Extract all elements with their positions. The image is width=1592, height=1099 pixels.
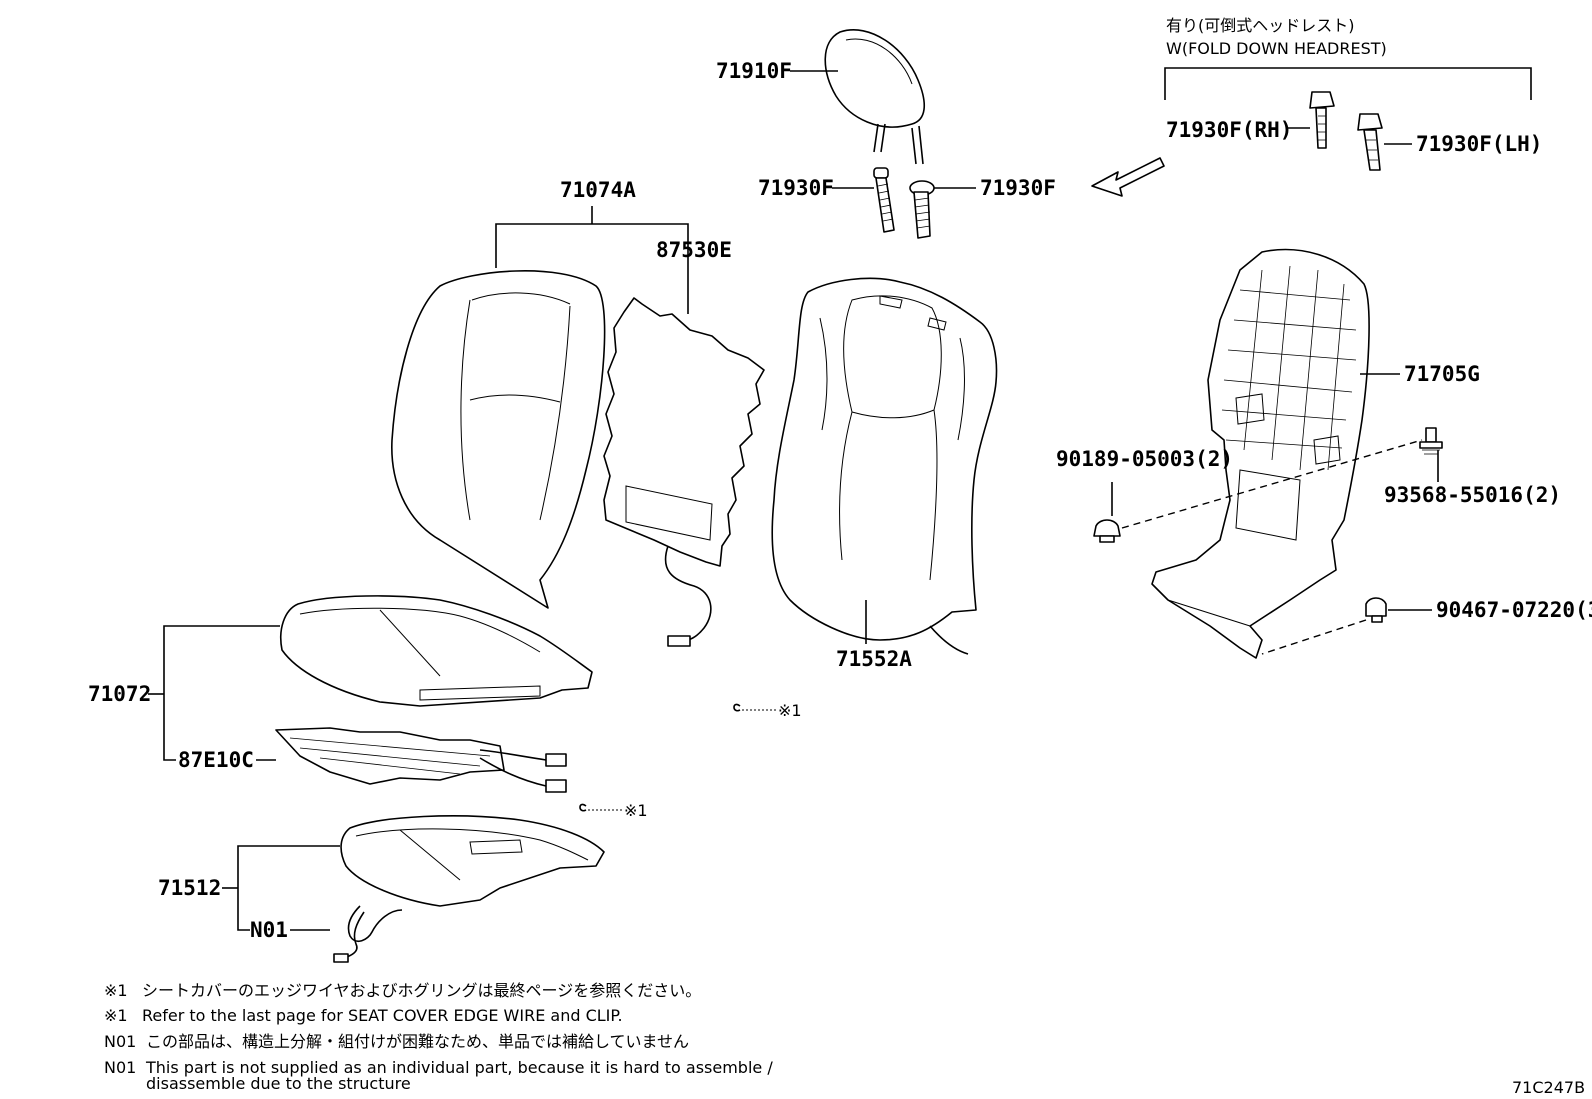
clip-ref-2-drawing	[579, 803, 622, 812]
note-2-text: Refer to the last page for SEAT COVER ED…	[142, 1006, 623, 1025]
note-4-text-2: disassemble due to the structure	[146, 1074, 411, 1093]
label-71705G: 71705G	[1404, 362, 1480, 386]
seatback-heater-drawing	[603, 297, 765, 647]
note-4-mark: N01	[104, 1058, 136, 1077]
label-71552A: 71552A	[836, 647, 912, 671]
label-90189: 90189-05003(2)	[1056, 447, 1233, 471]
diagram-id: 71C247B	[1512, 1078, 1585, 1097]
label-71072: 71072	[88, 682, 151, 706]
note-3-text: この部品は、構造上分解・組付けが困難なため、単品では補給していません	[146, 1032, 689, 1051]
label-71930F-right: 71930F	[980, 176, 1056, 200]
harness-N01-drawing	[333, 905, 403, 963]
seat-cushion-heater-drawing	[275, 727, 567, 793]
label-71074A: 71074A	[560, 178, 636, 202]
note-3-mark: N01	[104, 1032, 136, 1051]
clip-ref-1: ※1	[778, 701, 802, 720]
label-71930F-LH: 71930F(LH)	[1416, 132, 1542, 156]
direction-arrow	[1091, 157, 1165, 197]
fold-down-title-en: W(FOLD DOWN HEADREST)	[1166, 39, 1387, 58]
label-71930F-RH: 71930F(RH)	[1166, 118, 1292, 142]
label-87530E: 87530E	[656, 238, 732, 262]
seat-cushion-pad-drawing	[340, 815, 605, 907]
label-93568: 93568-55016(2)	[1384, 483, 1561, 507]
clip-ref-2: ※1	[624, 801, 648, 820]
label-71512: 71512	[158, 876, 221, 900]
headrest-drawing	[824, 29, 925, 165]
note-1-mark: ※1	[104, 981, 128, 1000]
seatback-pad-drawing	[771, 277, 998, 655]
guide-rh-drawing	[1309, 91, 1335, 149]
note-1-text: シートカバーのエッジワイヤおよびホグリングは最終ページを参照ください。	[142, 981, 701, 1000]
note-2-mark: ※1	[104, 1006, 128, 1025]
seat-cushion-cover-drawing	[280, 595, 593, 707]
dashed-leader-90467	[1261, 619, 1367, 655]
headrest-guide-right-drawing	[909, 180, 935, 239]
fold-down-bracket	[1164, 67, 1532, 100]
note-4-text-1: This part is not supplied as an individu…	[145, 1058, 773, 1077]
label-90467: 90467-07220(3)	[1436, 598, 1592, 622]
bolt-90467-drawing	[1365, 597, 1387, 623]
clip-90189-drawing	[1093, 519, 1121, 543]
label-N01: N01	[250, 918, 288, 942]
fold-down-title-jp: 有り(可倒式ヘッドレスト)	[1166, 16, 1355, 35]
label-71930F-left: 71930F	[758, 176, 834, 200]
label-71910F: 71910F	[716, 59, 792, 83]
seatback-cover-drawing	[391, 270, 606, 609]
seatback-board-drawing	[1151, 248, 1370, 659]
headrest-guide-left-drawing	[873, 167, 895, 233]
guide-lh-drawing	[1357, 113, 1383, 171]
clip-ref-1-drawing	[733, 703, 776, 712]
dashed-leader-90189-93568	[1121, 439, 1423, 529]
bracket-71072	[163, 625, 280, 761]
label-87E10C: 87E10C	[178, 748, 254, 772]
screw-93568-drawing	[1419, 427, 1443, 455]
